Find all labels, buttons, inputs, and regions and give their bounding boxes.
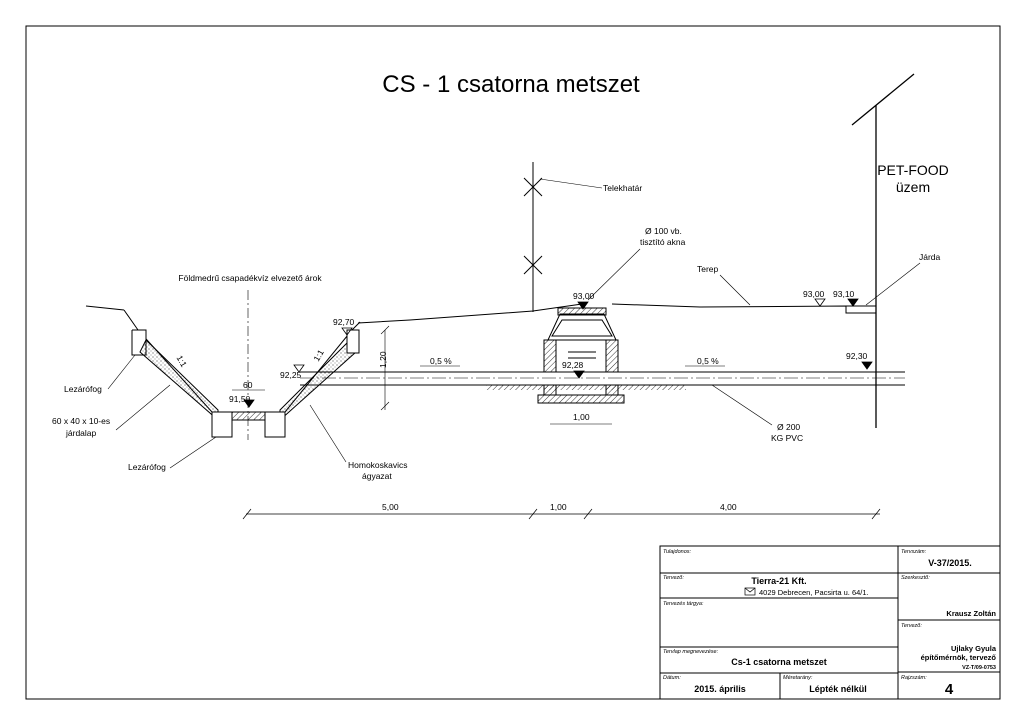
- slope-right-label: 1:1: [311, 348, 326, 363]
- label-terep: Terep: [697, 264, 719, 274]
- level-93-00-top: 93,00: [573, 291, 595, 301]
- inspection-shaft: [537, 307, 625, 404]
- tb-sheetname: Cs-1 csatorna metszet: [731, 657, 827, 667]
- label-akna-1: Ø 100 vb.: [645, 226, 682, 236]
- level-93-10: 93,10: [833, 289, 855, 299]
- label-jarda: Járda: [919, 252, 941, 262]
- label-jardalap-1: 60 x 40 x 10-es: [52, 416, 110, 426]
- ditch-section: [123, 309, 361, 438]
- tb-sheetname-label: Tervlap megnevezése:: [663, 649, 719, 655]
- label-telekhatar: Telekhatár: [603, 183, 642, 193]
- label-pipe-2: KG PVC: [771, 433, 803, 443]
- level-markers: [243, 298, 873, 408]
- tb-designer2-name: Ujlaky Gyula: [951, 644, 997, 653]
- level-92-25: 92,25: [280, 370, 302, 380]
- slope-right: 0,5 %: [697, 356, 719, 366]
- level-92-28: 92,28: [562, 360, 584, 370]
- tb-designer2-role: építőmérnök, tervező: [921, 653, 997, 662]
- leader-akna: [587, 248, 641, 301]
- tb-editor: Krausz Zoltán: [946, 609, 996, 618]
- tb-designer2-label: Tervező:: [901, 623, 922, 629]
- leader-pipe: [711, 384, 773, 426]
- tb-owner-label: Tulajdonos:: [663, 549, 691, 555]
- label-homok-2: ágyazat: [362, 471, 392, 481]
- slope-left: 0,5 %: [430, 356, 452, 366]
- slope-left-label: 1:1: [175, 354, 190, 369]
- tb-designer-label: Tervező:: [663, 575, 684, 581]
- leader-lezarofog-1: [107, 354, 136, 390]
- leader-lezarofog-2: [169, 436, 217, 469]
- leader-jarda: [865, 262, 921, 306]
- title-block: [659, 545, 1001, 700]
- label-arok: Földmedrű csapadékvíz elvezető árok: [178, 273, 322, 283]
- label-pipe-1: Ø 200: [777, 422, 800, 432]
- tb-planno-label: Tervszám:: [901, 549, 927, 555]
- level-91-50: 91,50: [229, 394, 251, 404]
- tb-editor-label: Szerkesztő:: [901, 575, 930, 581]
- drawing-title: CS - 1 csatorna metszet: [382, 71, 640, 98]
- level-92-70: 92,70: [333, 317, 355, 327]
- label-jardalap-2: járdalap: [65, 428, 97, 438]
- tb-drawno: 4: [945, 681, 954, 698]
- tb-scale: Lépték nélkül: [809, 684, 867, 694]
- dim-100: 1,00: [550, 502, 567, 512]
- leader-jardalap: [115, 384, 171, 431]
- dim-120-tick-bottom: [380, 401, 390, 411]
- label-akna-2: tisztító akna: [640, 237, 686, 247]
- dimension-chain: [242, 508, 881, 520]
- tb-date: 2015. április: [694, 684, 746, 694]
- tb-address: 4029 Debrecen, Pacsirta u. 64/1.: [759, 588, 869, 597]
- level-93-00-right: 93,00: [803, 289, 825, 299]
- tb-designer: Tierra-21 Kft.: [751, 576, 806, 586]
- building-name-line1: PET-FOOD: [877, 162, 949, 178]
- sewer-pipe: [300, 371, 905, 390]
- tb-planno: V-37/2015.: [928, 558, 972, 568]
- building-name-line2: üzem: [896, 179, 930, 195]
- dim-400: 4,00: [720, 502, 737, 512]
- leader-terep: [719, 274, 751, 306]
- building-wall: [851, 73, 915, 428]
- dim-500: 5,00: [382, 502, 399, 512]
- leader-homok: [309, 404, 347, 463]
- dim-60: 60: [243, 380, 253, 390]
- label-lezarofog-2: Lezárófog: [128, 462, 166, 472]
- label-homok-1: Homokoskavics: [348, 460, 408, 470]
- tb-subject-label: Tervezés tárgya:: [663, 601, 704, 607]
- property-boundary: [523, 162, 603, 312]
- mail-icon: [744, 587, 756, 596]
- tb-scale-label: Méretarány:: [783, 675, 813, 681]
- label-lezarofog-1: Lezárófog: [64, 384, 102, 394]
- tb-drawno-label: Rajzszám:: [901, 675, 927, 681]
- tb-date-label: Dátum:: [663, 675, 681, 681]
- dim-shaft-100: 1,00: [573, 412, 590, 422]
- terrain-line: [85, 303, 876, 324]
- dim-120: 1,20: [378, 351, 388, 368]
- level-92-30: 92,30: [846, 351, 868, 361]
- tb-designer2-reg: VZ-T/09-0753: [962, 665, 996, 671]
- dim-120-tick-top: [380, 325, 390, 335]
- sheet-border: [25, 25, 1001, 700]
